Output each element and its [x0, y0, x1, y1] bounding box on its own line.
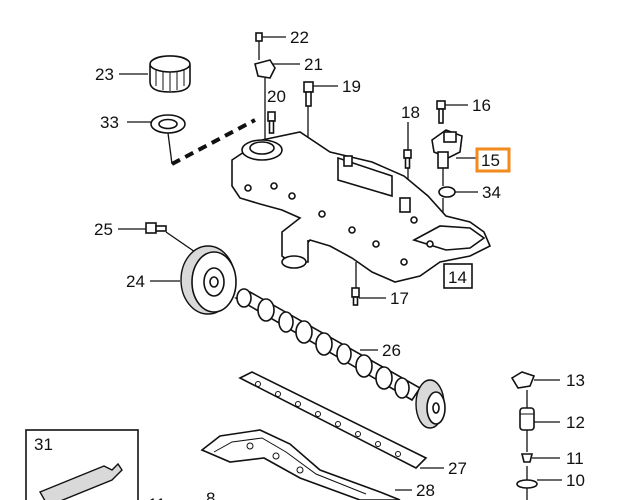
label-28[interactable]: 28 [416, 481, 435, 500]
camshaft[interactable] [234, 288, 446, 429]
bolt-17[interactable] [351, 287, 360, 306]
clip-21[interactable] [254, 59, 276, 79]
bolt-18[interactable] [403, 149, 412, 169]
label-23[interactable]: 23 [95, 65, 114, 84]
label-box-15-highlight [475, 147, 511, 173]
sealant-box[interactable] [25, 429, 139, 500]
label-19[interactable]: 19 [342, 77, 361, 96]
label-12[interactable]: 12 [566, 413, 585, 432]
label-16[interactable]: 16 [472, 96, 491, 115]
screw-16[interactable] [436, 100, 446, 124]
label-10[interactable]: 10 [566, 471, 585, 490]
bolt-25[interactable] [145, 222, 167, 234]
label-31[interactable]: 31 [34, 435, 53, 454]
camshaft-gear[interactable] [180, 245, 237, 315]
label-18[interactable]: 18 [401, 103, 420, 122]
label-24[interactable]: 24 [126, 272, 145, 291]
label-22[interactable]: 22 [290, 28, 309, 47]
cap-seal-ring[interactable] [150, 114, 186, 134]
bolt-19[interactable] [303, 81, 314, 107]
valve-keeper-11[interactable] [520, 453, 534, 463]
label-33[interactable]: 33 [100, 113, 119, 132]
oil-filler-cap[interactable] [149, 55, 191, 93]
label-box-14 [443, 263, 473, 289]
part-labels: 22 21 23 19 20 33 18 16 15 34 25 14 24 1… [34, 28, 585, 500]
camshaft-sensor[interactable] [431, 129, 463, 169]
label-13[interactable]: 13 [566, 371, 585, 390]
label-11[interactable]: 11 [566, 449, 584, 468]
label-15[interactable]: 15 [481, 151, 500, 170]
leader-lines [118, 36, 562, 491]
rocker-finger-13[interactable] [510, 371, 536, 389]
bolt-22[interactable] [255, 32, 263, 60]
label-26[interactable]: 26 [382, 341, 401, 360]
label-14[interactable]: 14 [448, 268, 467, 287]
label-21[interactable]: 21 [304, 55, 323, 74]
hydraulic-lifter-12[interactable] [519, 407, 535, 431]
label-17[interactable]: 17 [390, 289, 409, 308]
label-20[interactable]: 20 [267, 87, 286, 106]
cover-gasket[interactable] [238, 371, 428, 469]
label-34[interactable]: 34 [482, 183, 501, 202]
valve-spring-retainer-10[interactable] [516, 466, 538, 500]
o-ring-34[interactable] [438, 186, 456, 198]
label-25[interactable]: 25 [94, 220, 113, 239]
label-8-partial[interactable]: 8 [206, 489, 215, 500]
alignment-dashes [171, 118, 256, 166]
second-gasket[interactable] [200, 429, 401, 500]
label-27[interactable]: 27 [448, 459, 467, 478]
label-11-partial[interactable]: 11 [148, 495, 166, 500]
camshaft-cover[interactable] [231, 131, 492, 283]
bolt-20[interactable] [267, 111, 276, 134]
